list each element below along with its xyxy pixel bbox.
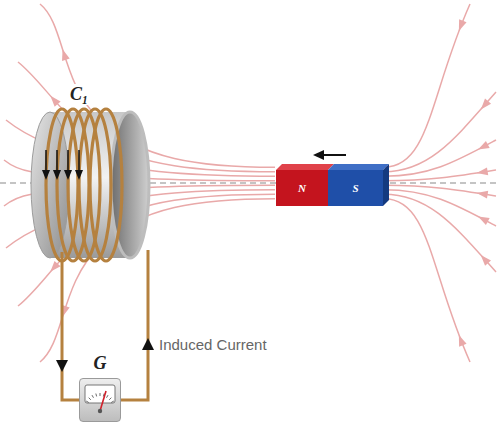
field-arrow [476,213,489,225]
field-arrow [476,189,488,199]
dial-tick [109,398,111,400]
field-arrow [476,141,489,153]
field-line [384,92,496,172]
field-arrow [47,93,60,107]
field-arrow [455,334,466,347]
pole-label: N [298,182,306,194]
field-arrow [455,19,466,32]
field-arrow [478,98,491,112]
needle-pivot [98,409,102,413]
current-arrow [67,150,69,172]
field-line [384,140,496,176]
galvanometer: G [79,378,121,422]
pole-label: S [352,182,358,194]
galvanometer-dial [80,379,120,421]
magnet-south-pole: S [328,170,383,206]
field-line [384,170,496,181]
coil-label: C₁ [68,84,90,105]
dial-tick [111,401,114,403]
field-arrow [478,252,491,266]
wire [120,250,148,400]
field-line [384,194,496,272]
dial-tick [100,393,101,396]
current-arrow [64,170,72,180]
field-lines [4,4,496,362]
dial-tick [107,395,109,398]
current-arrow [42,170,50,180]
magnet-side [383,164,389,206]
dial-face [85,385,115,403]
field-arrow [47,261,60,275]
dial-tick [89,398,91,400]
current-arrow [56,150,58,172]
current-arrow [45,150,47,172]
current-label: Induced Current [157,336,269,353]
current-arrow [53,170,61,180]
magnet-3d [276,164,389,206]
motion-arrow-head [313,150,324,160]
field-arrow [476,167,488,177]
dial-tick [92,395,94,398]
dial-tick [95,394,97,397]
coil-winding [90,109,122,261]
field-arrow [59,48,70,61]
current-arrow [56,360,68,372]
current-arrow [78,150,80,172]
dial-tick [86,401,89,403]
field-arrow [59,305,70,318]
field-line [384,199,470,362]
current-arrow [142,338,154,350]
wire [62,252,80,400]
galvanometer-label: G [80,353,120,374]
field-line [384,4,470,167]
current-arrow [75,170,83,180]
magnet-north-pole: N [276,170,328,206]
dial-needle [100,391,106,411]
coil-windings [42,109,122,261]
motion-arrow [322,154,346,156]
